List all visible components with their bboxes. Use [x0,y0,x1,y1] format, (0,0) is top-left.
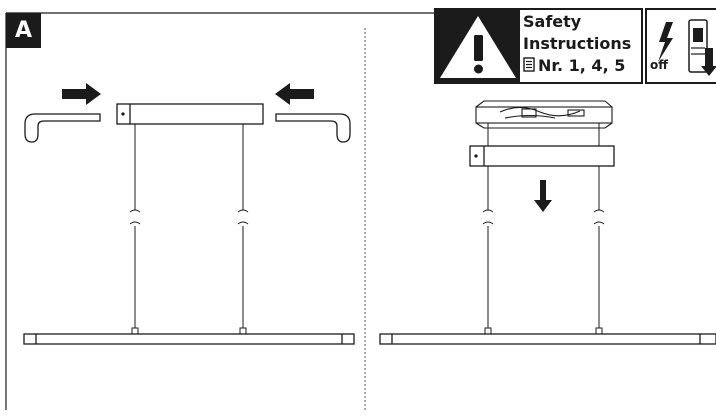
ceiling-canopy-right [469,145,615,167]
document-icon [523,56,535,78]
arrow-icon [275,83,314,105]
safety-reference-line: Nr. 1, 4, 5 [523,55,631,78]
warning-panel [436,10,520,82]
luminaire-bar-left [23,333,355,345]
safety-reference-text: Nr. 1, 4, 5 [538,56,626,75]
mounting-bracket [475,100,613,129]
arrow-down-icon [534,180,552,212]
arrow-icon [62,83,101,105]
off-label: off [650,58,668,72]
warning-triangle-icon [440,16,516,78]
page-frame [5,12,434,410]
step-label: A [6,13,41,48]
safety-title-line2: Instructions [523,34,632,53]
lightning-switch-off-icon [658,19,716,76]
suspension-cables-left [129,124,249,335]
safety-text: Safety Instructions Nr. 1, 4, 5 [523,11,631,78]
safety-instructions-box: Safety Instructions Nr. 1, 4, 5 [434,8,643,84]
suspension-cables-right [482,123,605,335]
power-off-box: off [645,8,716,84]
luminaire-bar-right [379,333,716,345]
ceiling-canopy-left [116,103,264,125]
hex-key-left [24,113,101,143]
safety-title-line1: Safety [523,12,582,31]
hex-key-right [275,113,351,143]
